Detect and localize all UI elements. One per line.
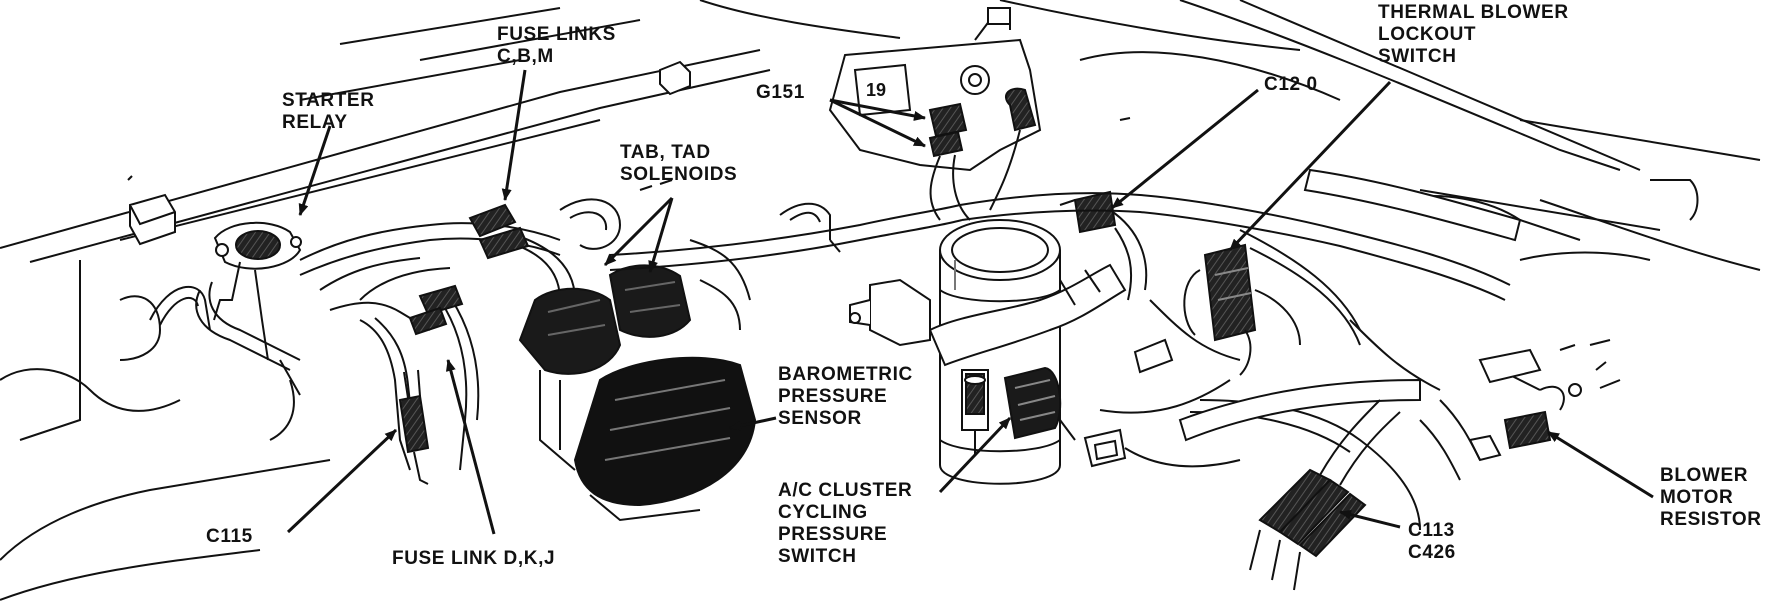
right-harness [959, 192, 1511, 531]
arrow-baro-sensor [729, 416, 777, 431]
main-harness [609, 202, 963, 271]
hose-right [1133, 168, 1522, 442]
c113-c426-connectors [1249, 399, 1401, 591]
arrow-thermal-blower [1228, 80, 1392, 252]
leader-arrows [286, 69, 1654, 535]
battery-cable [149, 281, 301, 441]
arrow-c115 [286, 428, 398, 534]
arrow-tab-tad-b [648, 197, 674, 273]
blower-motor-resistor [1419, 359, 1552, 481]
arrow-fuse-link-dkj [445, 359, 496, 535]
solenoid-bracket [539, 239, 751, 522]
label-g151: G151 [756, 82, 805, 103]
body-outline [0, 0, 1761, 601]
g151-ground [928, 87, 1037, 221]
thermal-blower-switch [1183, 243, 1301, 376]
firewall-bracket [828, 7, 1042, 172]
arrow-fuse-links-cbm [501, 69, 527, 201]
small-connector [1083, 428, 1241, 468]
solenoid-cluster [518, 264, 757, 507]
arrow-ac-cluster [938, 416, 1012, 494]
arrow-c120 [1111, 88, 1259, 210]
label-c120: C12 0 [1264, 74, 1318, 95]
cycling-pressure-switch [1003, 366, 1076, 441]
arrow-c113 [1339, 509, 1401, 529]
arrow-starter-relay [298, 125, 332, 216]
arrow-g151-a [829, 98, 926, 121]
arrow-tab-tad-a [603, 196, 674, 267]
label-fuse-link-dkj: FUSE LINK D,K,J [392, 548, 556, 569]
fuse-link-connectors [408, 203, 530, 336]
ac-fitting [849, 278, 931, 347]
baro-sensor-body [961, 369, 989, 455]
hose-ends [1478, 348, 1582, 411]
detail-ticks [127, 117, 1621, 389]
bracket-number: 19 [866, 80, 886, 100]
c115-connector [398, 369, 430, 485]
ac-hose [928, 263, 1127, 367]
c120-connector [1059, 190, 1117, 234]
starter-relay [213, 221, 302, 361]
fender-block [129, 60, 691, 246]
label-c115: C115 [206, 526, 253, 547]
arrow-g151-b [829, 98, 926, 148]
arrow-blower-motor [1547, 430, 1654, 499]
